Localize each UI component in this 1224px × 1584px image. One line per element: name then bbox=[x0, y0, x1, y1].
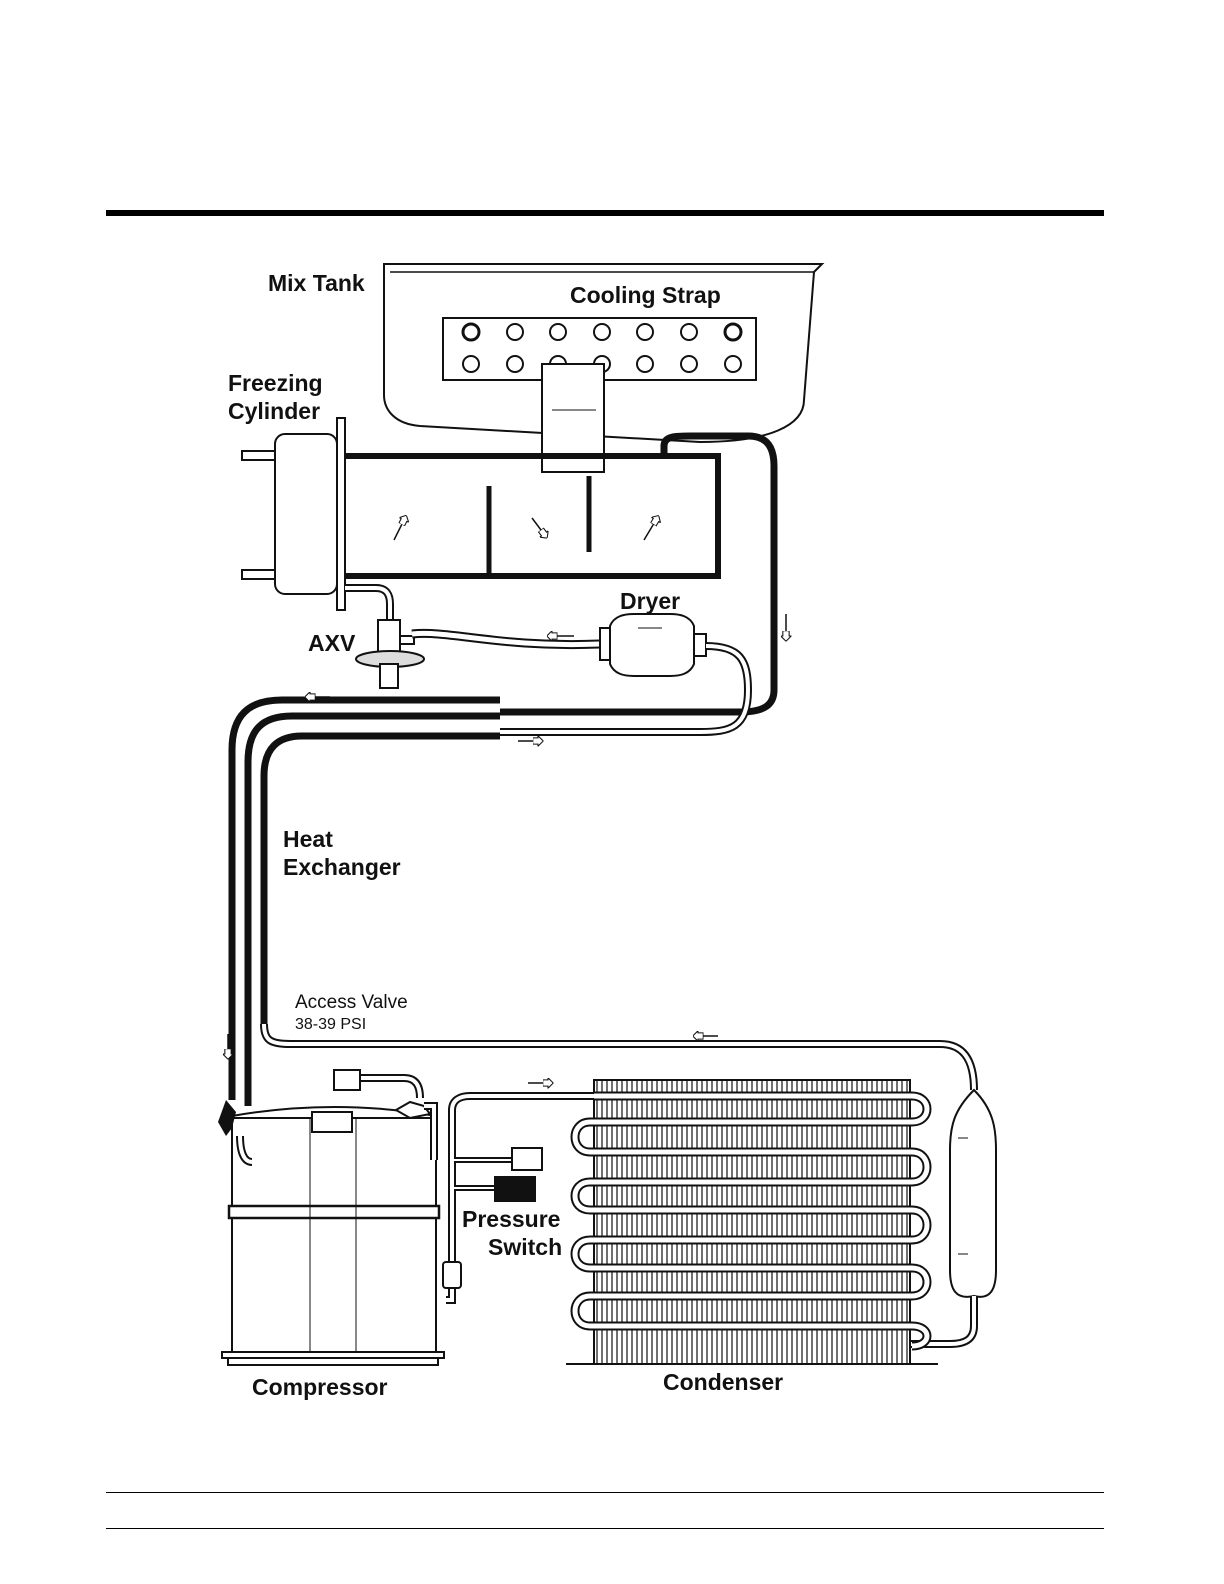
axv-label: AXV bbox=[308, 630, 355, 657]
pressure-switch bbox=[454, 1148, 542, 1202]
heat-exchanger-label-1: Heat bbox=[283, 826, 333, 853]
freezing-cylinder-label-2: Cylinder bbox=[228, 398, 320, 425]
cooling-strap-label: Cooling Strap bbox=[570, 282, 721, 309]
heat-exchanger-label-2: Exchanger bbox=[283, 854, 401, 881]
compressor bbox=[218, 1070, 444, 1365]
freezing-cylinder-label-1: Freezing bbox=[228, 370, 323, 397]
access-valve-label: Access Valve bbox=[295, 992, 408, 1014]
mix-tank-label: Mix Tank bbox=[268, 270, 365, 297]
condenser bbox=[566, 1080, 938, 1364]
access-valve-pressure: 38-39 PSI bbox=[295, 1015, 366, 1035]
condenser-label: Condenser bbox=[663, 1369, 783, 1396]
pressure-switch-label-1: Pressure bbox=[462, 1206, 560, 1233]
freezing-cylinder bbox=[242, 418, 718, 610]
dryer bbox=[600, 614, 706, 676]
axv-valve bbox=[345, 588, 424, 688]
dryer-label: Dryer bbox=[620, 588, 680, 615]
compressor-label: Compressor bbox=[252, 1374, 387, 1401]
pressure-switch-label-2: Switch bbox=[488, 1234, 562, 1261]
